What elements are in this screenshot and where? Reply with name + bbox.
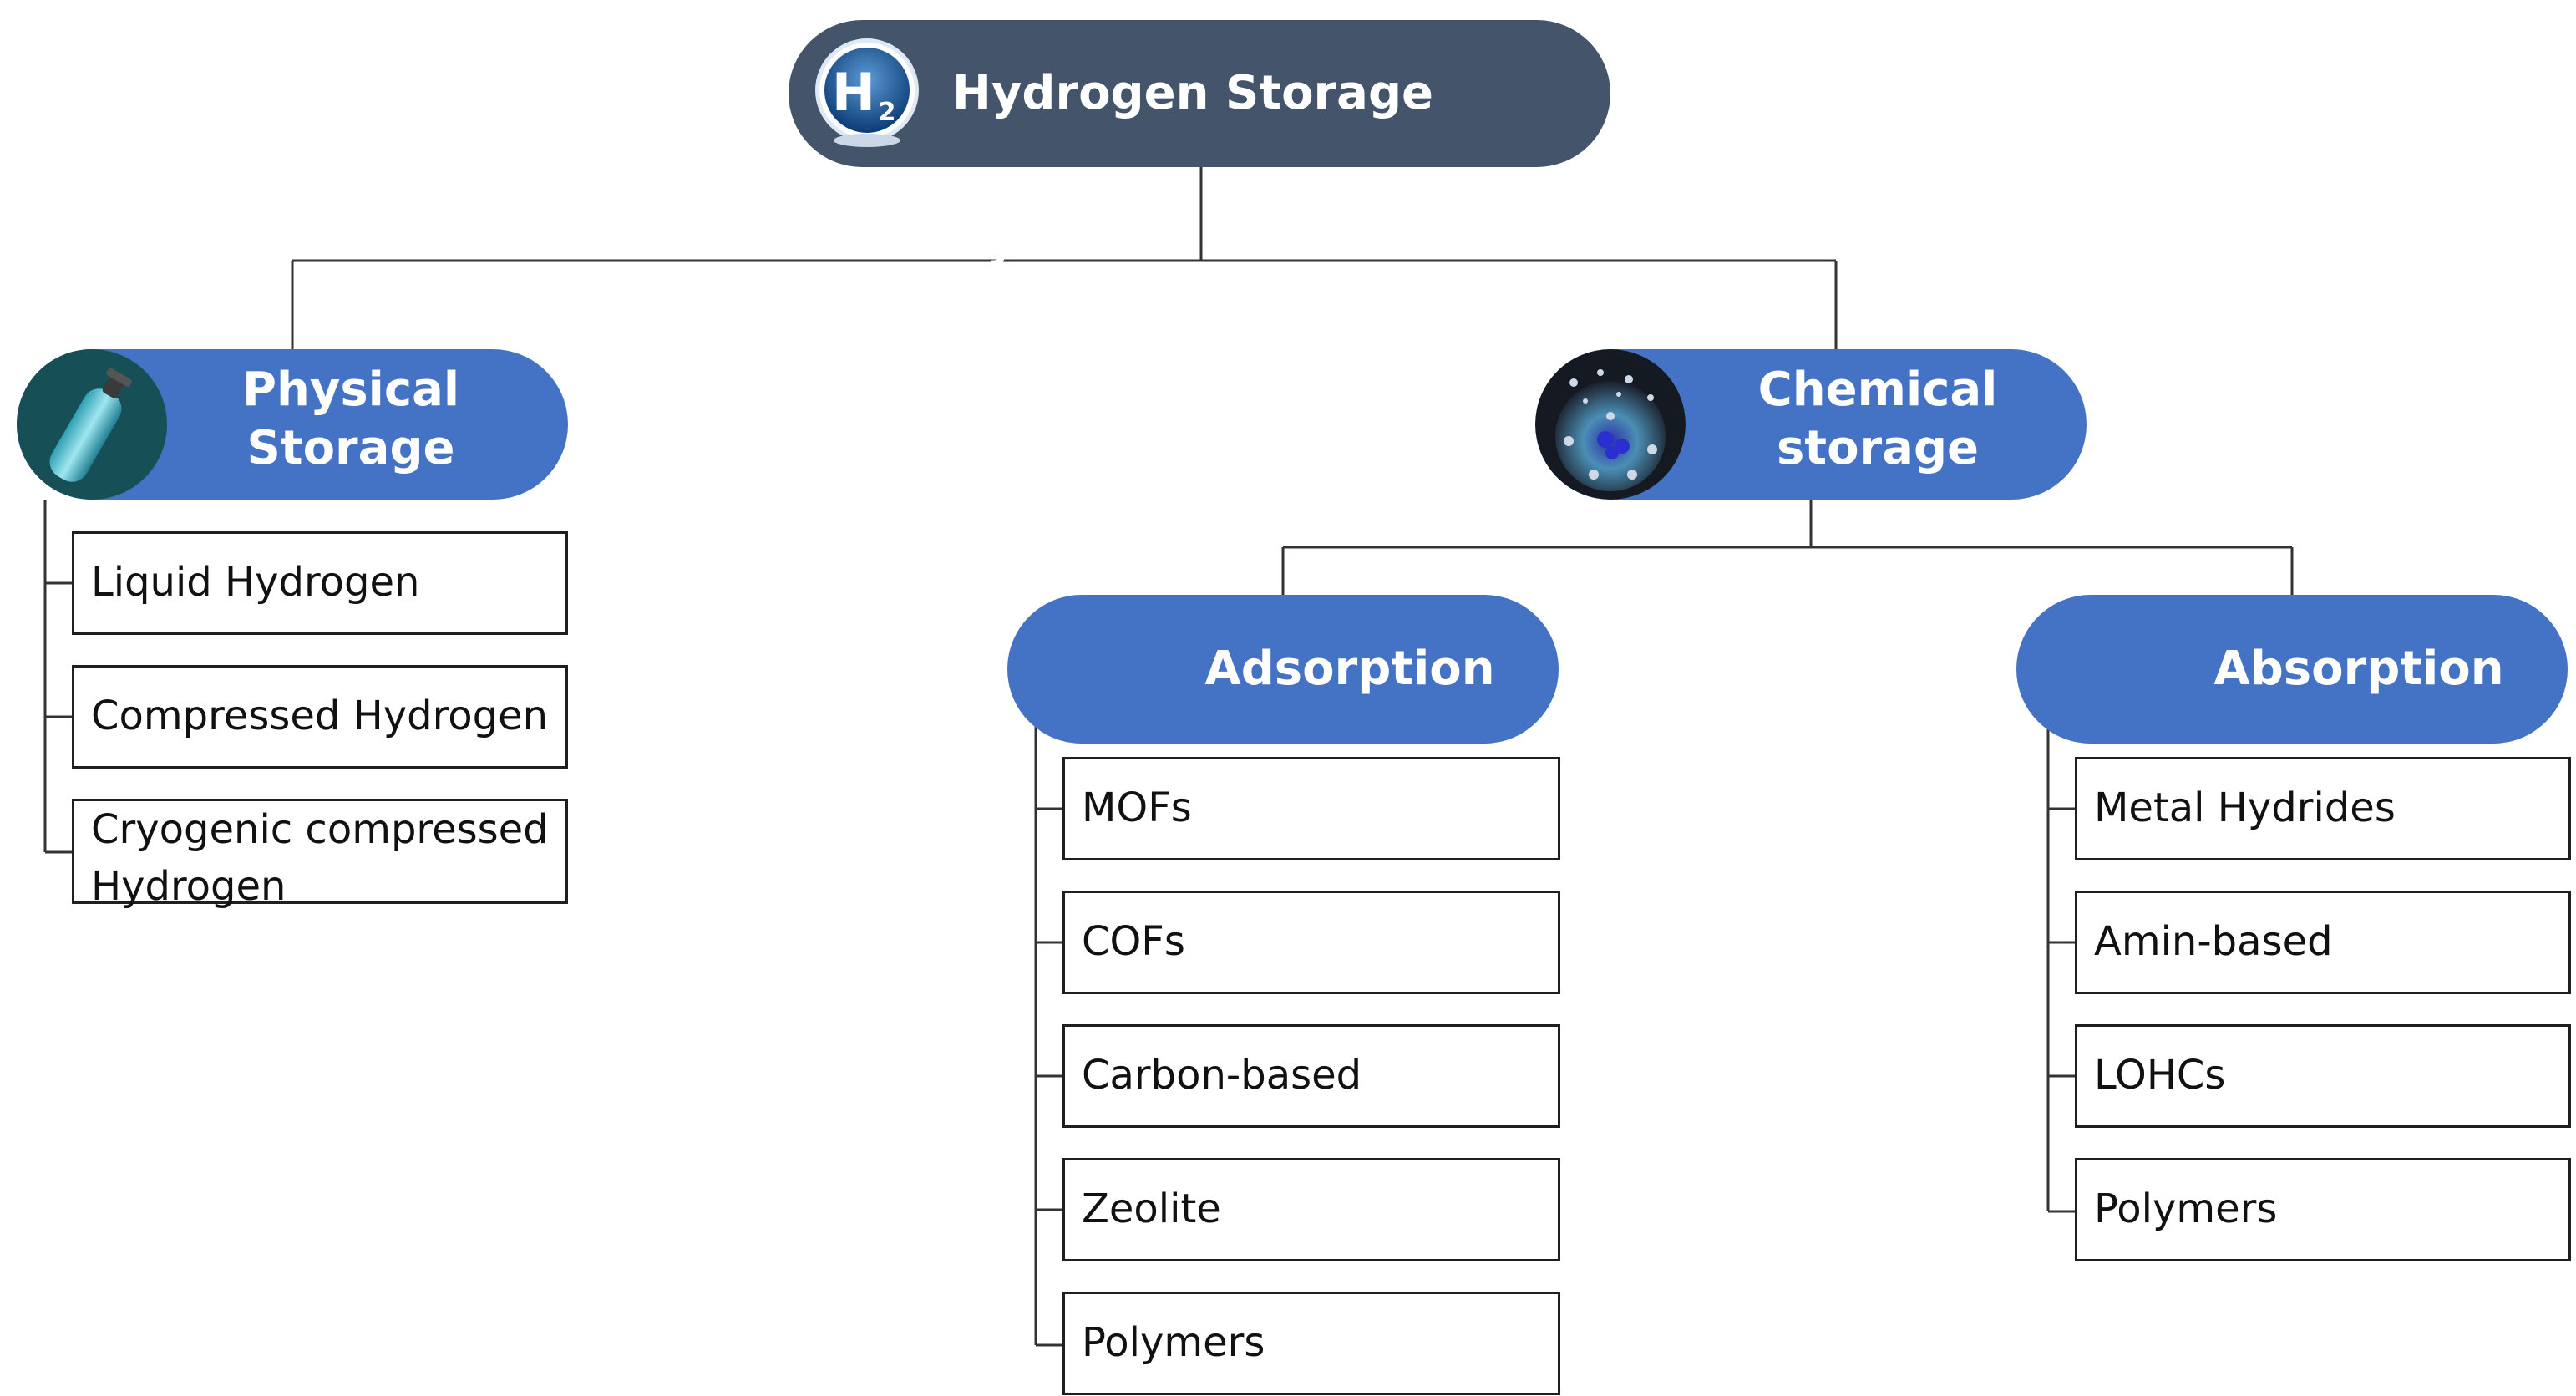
list-item: Polymers — [2075, 1158, 2571, 1261]
list-item: Zeolite — [1062, 1158, 1560, 1261]
list-item: Metal Hydrides — [2075, 757, 2571, 860]
list-item: Amin-based — [2075, 891, 2571, 994]
physical-storage-label: Physical Storage — [241, 363, 460, 475]
gas-cylinder-icon — [17, 349, 167, 500]
svg-text:2: 2 — [879, 98, 896, 127]
absorption-label: Absorption — [2213, 642, 2504, 696]
adsorption-label: Adsorption — [1204, 642, 1495, 696]
chemical-storage-label: Chemical storage — [1757, 363, 1998, 475]
h2-badge-icon: H 2 — [807, 33, 927, 154]
root-title: Hydrogen Storage Systems — [952, 66, 1434, 267]
list-item: MOFs — [1062, 757, 1560, 860]
physical-storage-node: Physical Storage — [17, 349, 568, 500]
list-item: COFs — [1062, 891, 1560, 994]
adsorption-node: Adsorption — [1007, 595, 1559, 744]
root-node: H 2 Hydrogen Storage Systems — [789, 20, 1610, 267]
list-item: Compressed Hydrogen — [72, 665, 568, 769]
absorption-node: Absorption — [2016, 595, 2568, 744]
molecular-structure-icon — [1535, 349, 1686, 500]
list-item: LOHCs — [2075, 1024, 2571, 1128]
svg-text:H: H — [832, 62, 875, 123]
list-item: Polymers — [1062, 1292, 1560, 1395]
chemical-storage-node: Chemical storage — [1535, 349, 2087, 500]
list-item: Liquid Hydrogen — [72, 531, 568, 635]
list-item: Cryogenic compressed Hydrogen — [72, 799, 568, 910]
list-item: Carbon-based — [1062, 1024, 1560, 1128]
